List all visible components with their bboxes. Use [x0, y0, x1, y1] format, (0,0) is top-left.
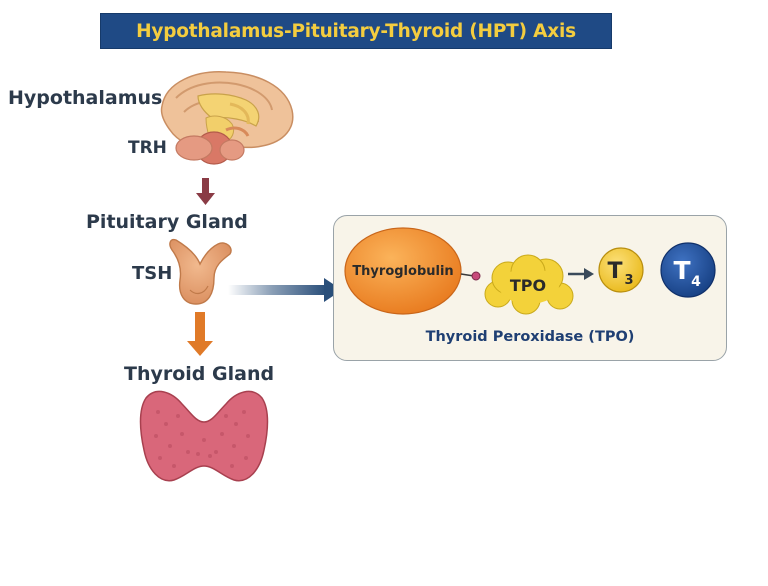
brain-icon: [160, 71, 294, 165]
label-pituitary: Pituitary Gland: [86, 211, 248, 233]
diagram-title: Hypothalamus-Pituitary-Thyroid (HPT) Axi…: [136, 20, 576, 42]
title-banner: Hypothalamus-Pituitary-Thyroid (HPT) Axi…: [100, 13, 612, 49]
thyroglobulin-node: Thyroglobulin: [344, 227, 462, 315]
thyroglobulin-label: Thyroglobulin: [352, 264, 453, 279]
arrow-to-panel: [228, 278, 342, 302]
t3-subscript: 3: [624, 273, 633, 288]
pituitary-icon: [169, 238, 232, 305]
tpo-caption: Thyroid Peroxidase (TPO): [425, 329, 635, 345]
tpo-panel: Thyroglobulin TPO T 3: [333, 215, 727, 361]
label-thyroid: Thyroid Gland: [124, 363, 275, 385]
t3-letter: T: [607, 259, 622, 284]
thyroid-icon: [139, 390, 269, 482]
label-hypothalamus: Hypothalamus: [8, 87, 163, 109]
tpo-node: TPO: [484, 254, 574, 315]
t3-node: T 3: [598, 247, 644, 293]
tpo-panel-artwork: Thyroglobulin TPO T 3: [344, 227, 716, 315]
label-tsh: TSH: [132, 263, 173, 284]
connector-dot: [471, 271, 481, 281]
arrow-tsh: [187, 312, 213, 356]
arrow-trh: [196, 178, 215, 205]
arrow-tpo-t3: [568, 268, 594, 280]
label-trh: TRH: [128, 138, 167, 158]
t4-node: T 4: [660, 242, 716, 298]
t4-subscript: 4: [691, 274, 701, 290]
t4-letter: T: [673, 256, 690, 285]
tpo-label: TPO: [510, 276, 546, 295]
